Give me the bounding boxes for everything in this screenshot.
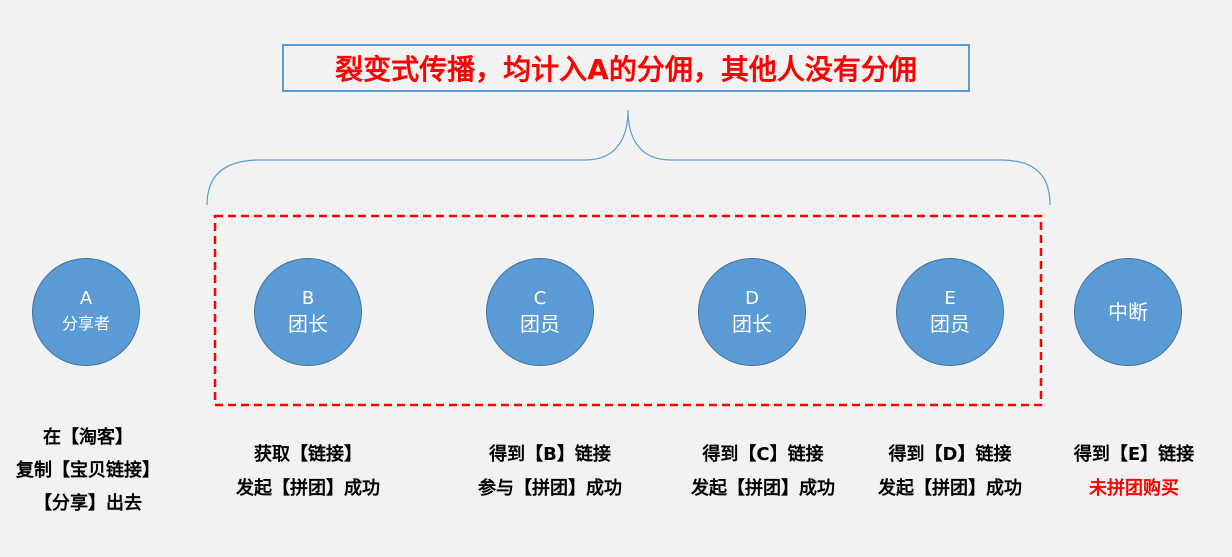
caption-e: 得到【D】链接 发起【拼团】成功 — [850, 438, 1050, 506]
caption-line: 在【淘客】 — [43, 427, 133, 448]
node-interrupt: 中断 — [1074, 258, 1182, 366]
node-letter: E — [944, 288, 956, 309]
node-letter: C — [533, 288, 547, 309]
caption-b: 获取【链接】 发起【拼团】成功 — [208, 438, 408, 506]
caption-interrupt: 得到【E】链接 未拼团购买 — [1034, 438, 1232, 506]
node-a: A 分享者 — [32, 258, 140, 366]
caption-line: 【分享】出去 — [34, 493, 142, 514]
caption-line: 发起【拼团】成功 — [236, 478, 380, 499]
caption-line: 得到【D】链接 — [888, 444, 1012, 465]
node-role: 团长 — [288, 312, 328, 336]
caption-line: 发起【拼团】成功 — [878, 478, 1022, 499]
caption-a: 在【淘客】 复制【宝贝链接】 【分享】出去 — [0, 421, 188, 520]
caption-line: 得到【C】链接 — [702, 444, 824, 465]
node-letter: A — [79, 288, 93, 309]
node-role: 分享者 — [61, 314, 110, 333]
caption-line: 参与【拼团】成功 — [478, 478, 622, 499]
node-e: E 团员 — [896, 258, 1004, 366]
title-text: 裂变式传播，均计入A的分佣，其他人没有分佣 — [335, 53, 917, 86]
title-box: 裂变式传播，均计入A的分佣，其他人没有分佣 — [282, 44, 970, 92]
caption-line: 获取【链接】 — [254, 444, 362, 465]
caption-line-warning: 未拼团购买 — [1089, 478, 1179, 499]
node-role: 团员 — [520, 312, 560, 336]
caption-line: 得到【B】链接 — [489, 444, 611, 465]
node-role: 团员 — [930, 312, 970, 336]
node-d: D 团长 — [698, 258, 806, 366]
caption-line: 复制【宝贝链接】 — [16, 460, 160, 481]
caption-c: 得到【B】链接 参与【拼团】成功 — [450, 438, 650, 506]
caption-line: 发起【拼团】成功 — [691, 478, 835, 499]
brace — [206, 109, 1051, 206]
node-b: B 团长 — [254, 258, 362, 366]
caption-line: 得到【E】链接 — [1073, 444, 1195, 465]
node-letter: D — [745, 288, 759, 309]
node-c: C 团员 — [486, 258, 594, 366]
node-role: 中断 — [1108, 300, 1148, 324]
node-role: 团长 — [732, 312, 772, 336]
node-letter: B — [301, 288, 315, 309]
caption-d: 得到【C】链接 发起【拼团】成功 — [663, 438, 863, 506]
